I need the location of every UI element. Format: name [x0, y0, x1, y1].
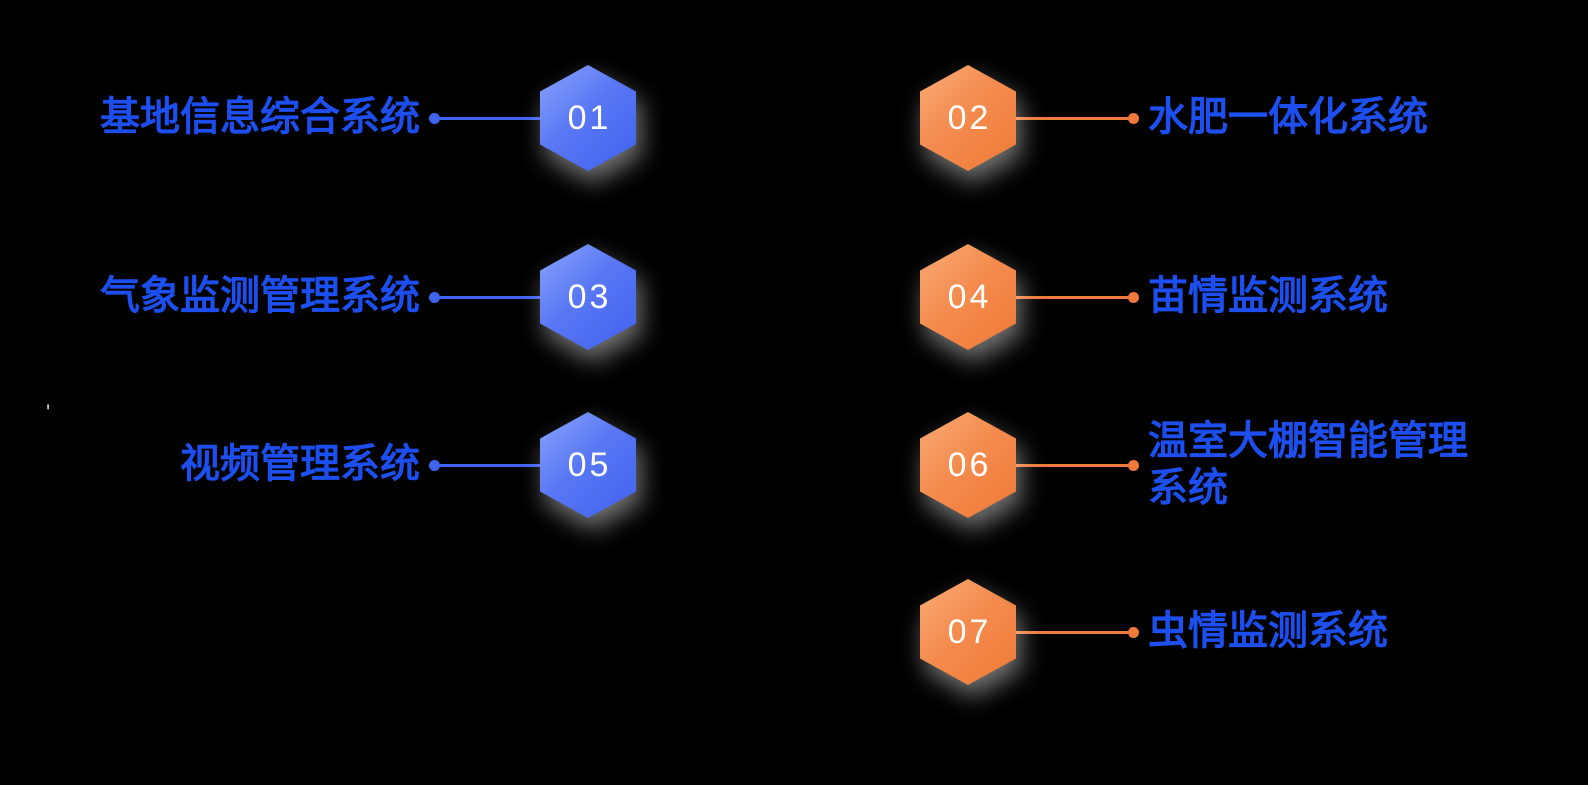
hexagon-number: 05	[540, 412, 636, 518]
connector-line	[440, 295, 540, 299]
feature-item-04: 04 苗情监测系统	[920, 244, 1388, 350]
feature-item-02: 02 水肥一体化系统	[920, 65, 1428, 171]
connector-line	[1016, 630, 1128, 634]
connector-line	[1016, 463, 1128, 467]
hexagon-badge-01: 01	[540, 65, 636, 171]
feature-label-07: 虫情监测系统	[1148, 609, 1388, 654]
hexagon-badge-04: 04	[920, 244, 1016, 350]
connector-dot	[429, 112, 440, 124]
connector-dot	[429, 459, 440, 471]
feature-label-02: 水肥一体化系统	[1148, 95, 1428, 140]
hexagon-number: 07	[920, 579, 1016, 685]
stray-mark: '	[46, 400, 51, 425]
hexagon-badge-02: 02	[920, 65, 1016, 171]
connector-dot	[429, 291, 440, 303]
feature-label-03: 气象监测管理系统	[100, 274, 420, 319]
hexagon-number: 06	[920, 412, 1016, 518]
hexagon-number: 03	[540, 244, 636, 350]
feature-label-06: 温室大棚智能管理系统	[1148, 418, 1468, 510]
feature-item-03: 气象监测管理系统 03	[85, 244, 636, 350]
connector-dot	[1128, 112, 1139, 124]
hexagon-badge-03: 03	[540, 244, 636, 350]
feature-item-01: 基地信息综合系统 01	[85, 65, 636, 171]
connector-dot	[1128, 291, 1139, 303]
connector-line	[440, 116, 540, 120]
connector-line	[1016, 116, 1128, 120]
feature-label-01: 基地信息综合系统	[100, 95, 420, 140]
hexagon-number: 04	[920, 244, 1016, 350]
feature-label-04: 苗情监测系统	[1148, 274, 1388, 319]
feature-item-06: 06 温室大棚智能管理系统	[920, 412, 1493, 518]
connector-line	[1016, 295, 1128, 299]
feature-item-05: 视频管理系统 05	[85, 412, 636, 518]
connector-dot	[1128, 459, 1139, 471]
feature-label-05: 视频管理系统	[180, 442, 420, 487]
hexagon-badge-07: 07	[920, 579, 1016, 685]
hexagon-number: 01	[540, 65, 636, 171]
hexagon-badge-06: 06	[920, 412, 1016, 518]
connector-line	[440, 463, 540, 467]
connector-dot	[1128, 626, 1139, 638]
hexagon-number: 02	[920, 65, 1016, 171]
hexagon-badge-05: 05	[540, 412, 636, 518]
feature-item-07: 07 虫情监测系统	[920, 579, 1388, 685]
